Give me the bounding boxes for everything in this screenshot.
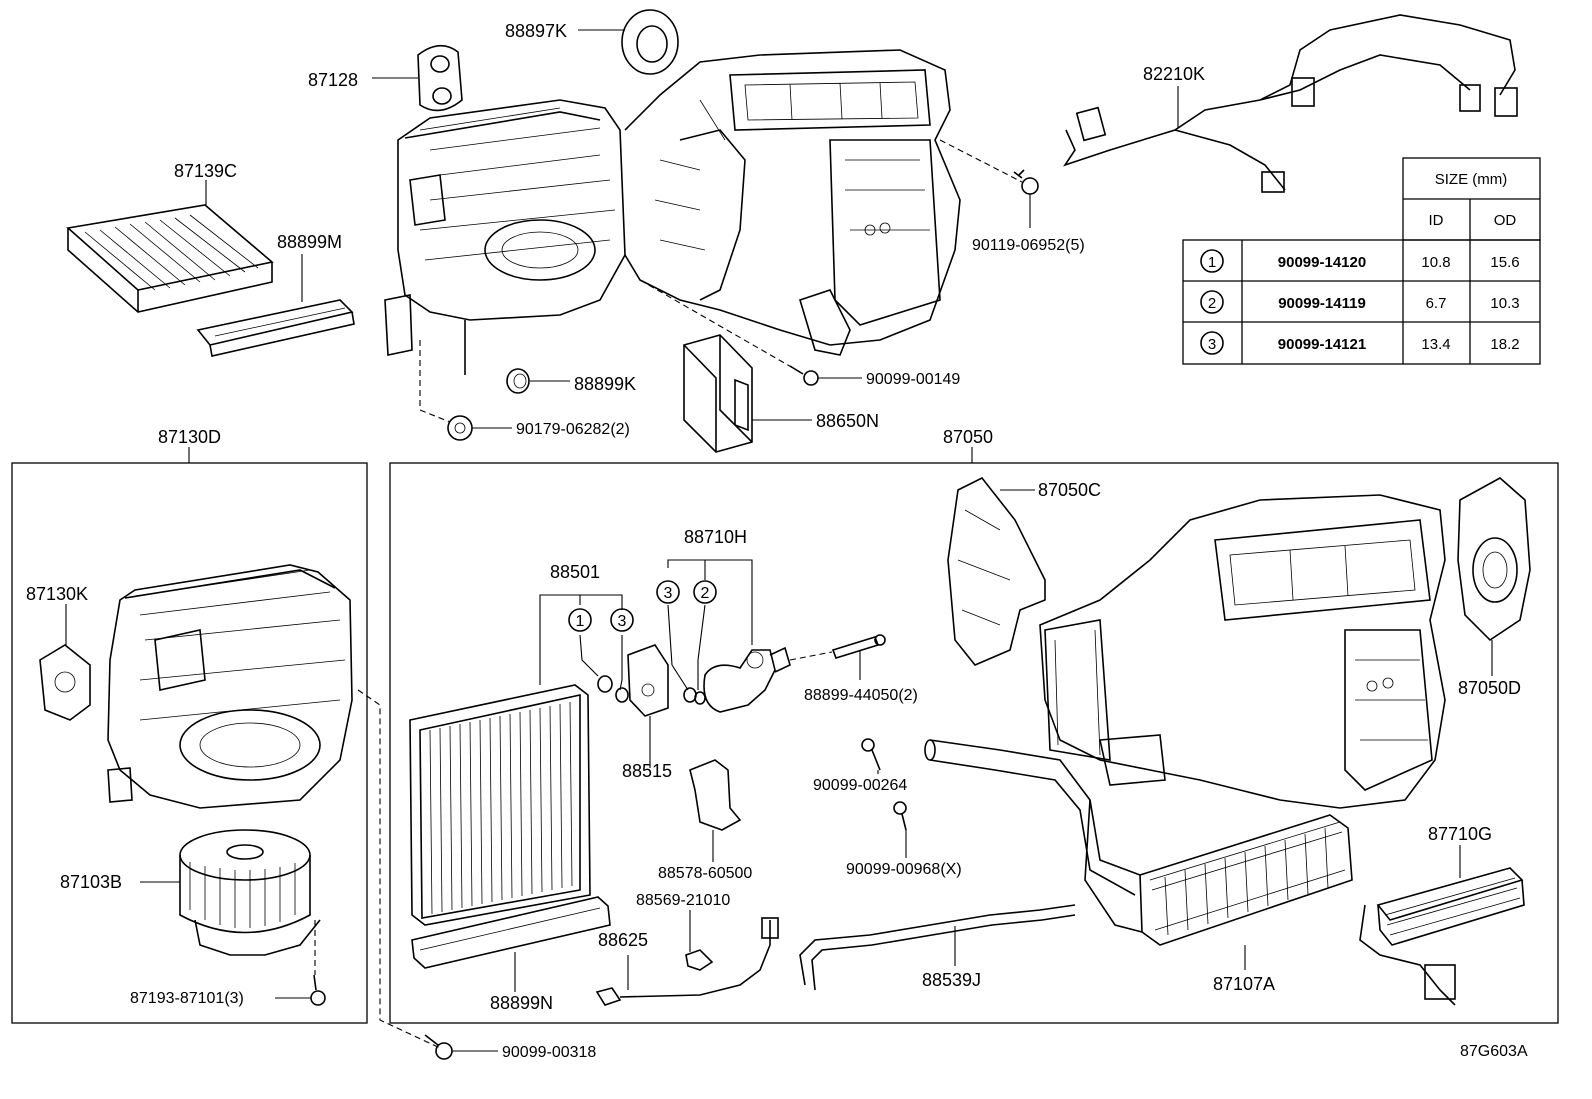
svg-text:1: 1 <box>1208 254 1216 271</box>
callout-3-88710H: 3 <box>656 580 680 604</box>
label-90119-06952: 90119-06952(5) <box>972 237 1085 254</box>
label-88650N: 88650N <box>816 411 879 431</box>
label-88625: 88625 <box>598 930 648 950</box>
label-88578-60500: 88578-60500 <box>658 865 752 882</box>
screw-90099-00318-drawing <box>424 1034 453 1060</box>
svg-text:3: 3 <box>1208 336 1216 353</box>
label-90099-00318: 90099-00318 <box>502 1044 596 1061</box>
label-87050D: 87050D <box>1458 678 1521 698</box>
label-87128: 87128 <box>308 70 358 90</box>
clip-90179-06282-drawing <box>447 415 473 441</box>
blower-assembly-drawing <box>107 564 353 809</box>
svg-text:10.3: 10.3 <box>1490 295 1519 312</box>
o-rings-88501-drawing <box>597 675 629 703</box>
group-frame-87130D <box>11 462 368 1024</box>
screw-90099-00968-drawing <box>893 801 907 831</box>
callout-2-88710H: 2 <box>693 580 717 604</box>
svg-text:18.2: 18.2 <box>1490 336 1519 353</box>
svg-text:90099-14121: 90099-14121 <box>1278 336 1366 353</box>
label-88569-21010: 88569-21010 <box>636 892 730 909</box>
label-90099-00149: 90099-00149 <box>866 371 960 388</box>
screw-90099-00264-drawing <box>861 738 881 771</box>
label-87050: 87050 <box>943 427 993 447</box>
clip-88899K-drawing <box>506 368 530 394</box>
label-88899M: 88899M <box>277 232 342 252</box>
svg-text:3: 3 <box>664 585 673 602</box>
svg-text:3: 3 <box>618 613 627 630</box>
label-88899-44050: 88899-44050(2) <box>804 687 918 704</box>
heater-core-87107A-drawing <box>924 739 1353 946</box>
size-table: SIZE (mm) ID OD 1 90099-14120 10.8 15.6 … <box>1182 157 1541 365</box>
svg-text:10.8: 10.8 <box>1421 254 1450 271</box>
hose-88539J-drawing <box>799 904 1076 991</box>
o-rings-88710H-drawing <box>683 687 706 705</box>
actuator-87130K-drawing <box>39 644 91 721</box>
sensor-88625-drawing <box>595 917 779 1006</box>
svg-text:13.4: 13.4 <box>1421 336 1450 353</box>
screw-90099-00149-drawing <box>789 365 819 386</box>
label-87103B: 87103B <box>60 872 122 892</box>
size-table-row: 3 90099-14121 13.4 18.2 <box>1200 331 1520 355</box>
label-87130K: 87130K <box>26 584 88 604</box>
label-90179-06282: 90179-06282(2) <box>516 421 630 438</box>
svg-text:2: 2 <box>701 585 710 602</box>
bracket-88578-60500-drawing <box>689 759 742 831</box>
screw-90119-06952-drawing <box>1013 169 1039 195</box>
size-table-row: 2 90099-14119 6.7 10.3 <box>1200 290 1520 314</box>
label-88710H: 88710H <box>684 527 747 547</box>
size-table-col-id: ID <box>1429 212 1444 229</box>
seal-88897K-drawing <box>621 9 679 75</box>
size-table-header: SIZE (mm) <box>1435 171 1508 188</box>
filter-87139C-drawing <box>66 204 274 313</box>
svg-text:90099-14120: 90099-14120 <box>1278 254 1366 271</box>
label-87050C: 87050C <box>1038 480 1101 500</box>
callout-3-88501: 3 <box>610 608 634 632</box>
grommet-87128-drawing <box>417 44 463 112</box>
blower-motor-87103B-drawing <box>179 829 321 956</box>
label-90099-00968: 90099-00968(X) <box>846 861 962 878</box>
svg-text:1: 1 <box>576 613 585 630</box>
svg-text:2: 2 <box>1208 295 1216 312</box>
label-88897K: 88897K <box>505 21 567 41</box>
strip-88899M-drawing <box>196 299 355 357</box>
label-88501: 88501 <box>550 562 600 582</box>
diagram-code: 87G603A <box>1460 1043 1528 1060</box>
svg-text:90099-14119: 90099-14119 <box>1278 295 1366 312</box>
harness-82210K-drawing <box>1063 14 1518 193</box>
label-88515: 88515 <box>622 761 672 781</box>
cover-87050D-drawing <box>1457 477 1531 642</box>
label-82210K: 82210K <box>1143 64 1205 84</box>
module-88650N-drawing <box>683 334 753 453</box>
callout-1-88501: 1 <box>568 608 592 632</box>
label-88899N: 88899N <box>490 993 553 1013</box>
svg-text:15.6: 15.6 <box>1490 254 1519 271</box>
label-87139C: 87139C <box>174 161 237 181</box>
screw-87193-87101-drawing <box>310 974 326 1006</box>
strip-88899N-drawing <box>411 896 611 969</box>
cover-87050C-drawing <box>947 476 1046 666</box>
sensor-88569-21010-drawing <box>685 949 714 971</box>
label-88539J: 88539J <box>922 970 981 990</box>
label-90099-00264: 90099-00264 <box>813 777 907 794</box>
label-87193-87101: 87193-87101(3) <box>130 990 244 1007</box>
expansion-valve-88515-drawing <box>627 644 669 717</box>
label-87107A: 87107A <box>1213 974 1275 994</box>
group-frame-87050 <box>389 462 1559 1024</box>
label-88899K: 88899K <box>574 374 636 394</box>
evaporator-88501-drawing <box>409 684 591 926</box>
svg-text:6.7: 6.7 <box>1426 295 1447 312</box>
size-table-row: 1 90099-14120 10.8 15.6 <box>1200 249 1520 273</box>
label-87130D: 87130D <box>158 427 221 447</box>
ptc-heater-87710G-drawing <box>1359 867 1525 1006</box>
size-table-col-od: OD <box>1494 212 1517 229</box>
label-87710G: 87710G <box>1428 824 1492 844</box>
bolt-88899-44050-drawing <box>831 634 886 659</box>
pipe-88710H-drawing <box>703 646 791 713</box>
hvac-case-87050-drawing <box>1039 494 1446 809</box>
hvac-unit-assembly-drawing <box>384 49 961 375</box>
